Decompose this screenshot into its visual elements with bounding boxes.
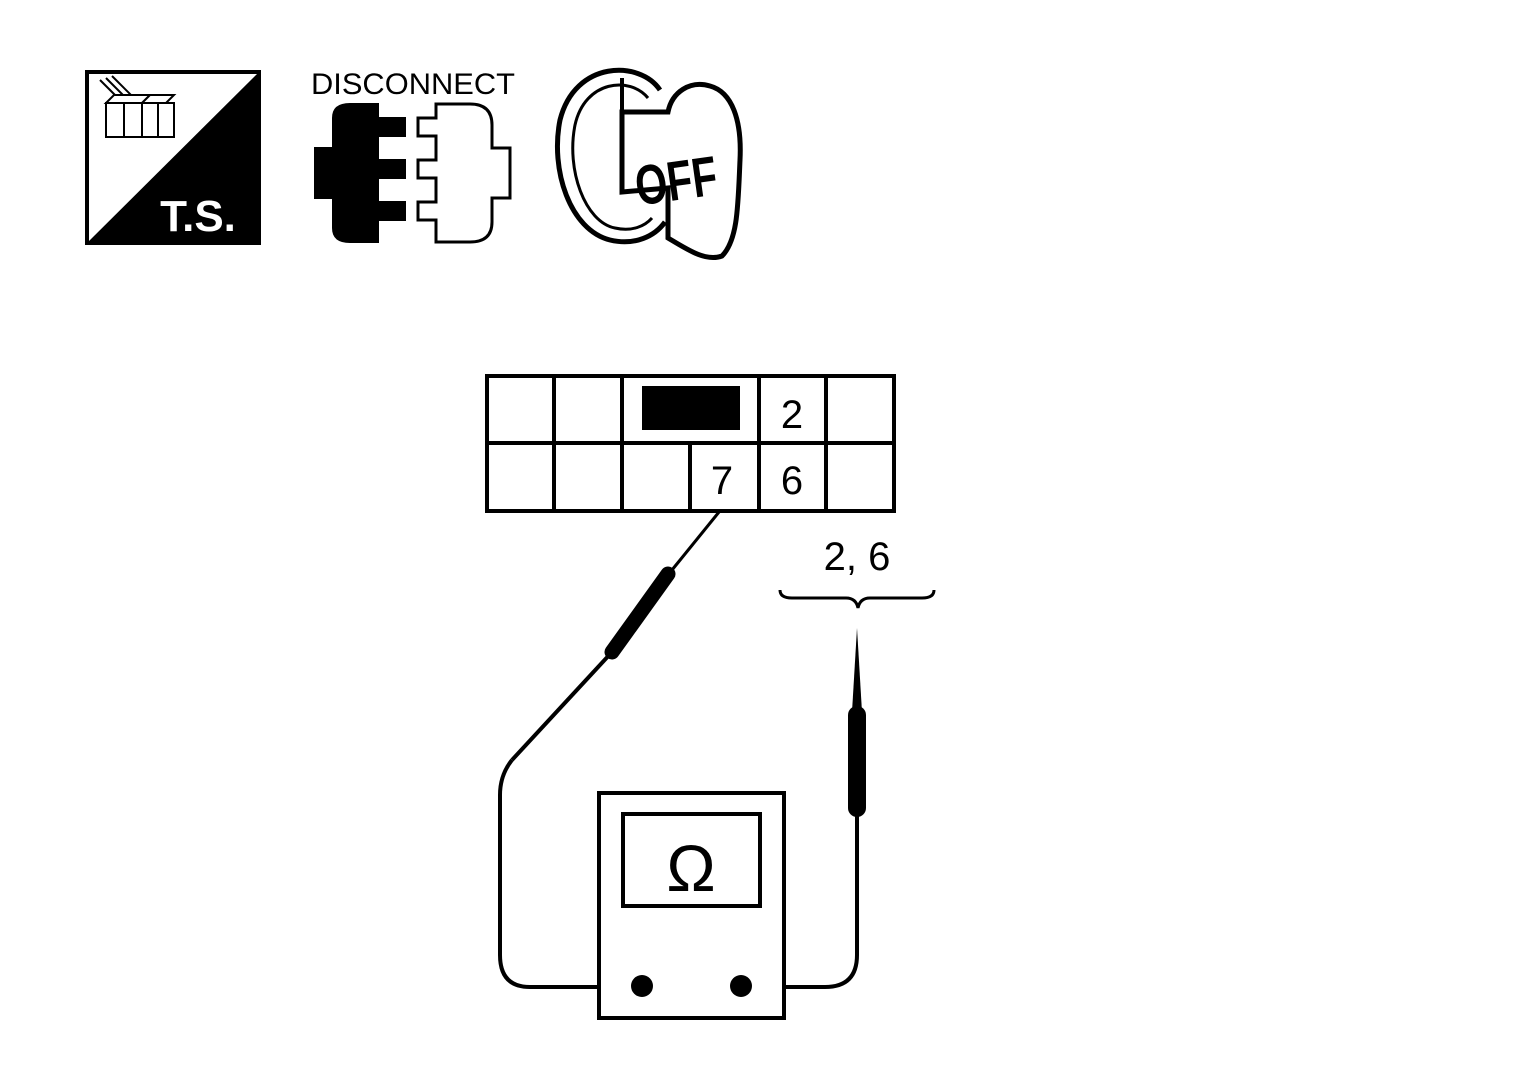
meter-terminal-right [730,975,752,997]
key-off-label: OFF [631,144,721,218]
key-icon [619,82,743,260]
ohm-symbol: Ω [666,831,715,905]
meter-terminal-left [631,975,653,997]
bracket-brace [778,589,936,609]
ts-label: T.S. [160,192,236,241]
pin-label-6: 6 [781,459,803,503]
connector-male-half-icon [314,103,406,243]
connector-lock-tab [642,386,740,430]
left-test-probe [498,511,721,989]
ts-icon: T.S. [85,70,261,245]
pin-label-7: 7 [711,459,733,503]
disconnect-label: DISCONNECT [311,68,515,101]
harness-connector-icon [99,75,177,138]
pin-label-2: 2 [781,393,803,437]
ignition-off-icon: OFF [554,67,743,260]
disconnect-icon: DISCONNECT [311,68,515,244]
ohmmeter: Ω [597,791,786,1020]
meter-display [621,812,762,908]
connector-female-half-icon [416,102,512,244]
connector-face [485,374,896,513]
right-test-probe [741,628,866,989]
probe-target-label: 2, 6 [824,535,891,579]
